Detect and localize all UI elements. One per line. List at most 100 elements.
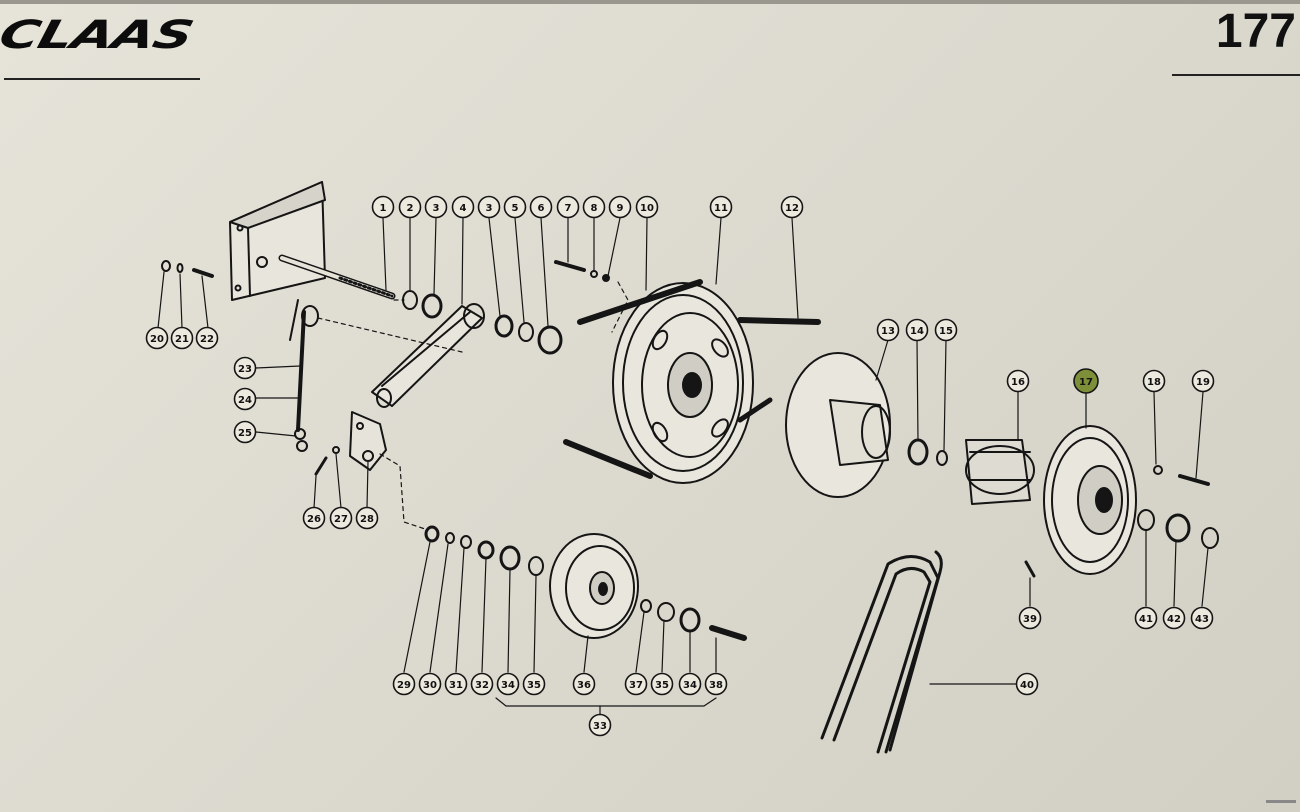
svg-text:9: 9	[617, 203, 624, 214]
svg-text:10: 10	[640, 203, 654, 214]
svg-text:36: 36	[577, 680, 591, 691]
header-rule-left	[4, 78, 200, 80]
mounting-plate	[229, 181, 326, 301]
callout-35b: 35	[650, 672, 674, 696]
callout-12: 12	[780, 195, 804, 219]
svg-text:4: 4	[460, 203, 467, 214]
washer-20	[161, 260, 171, 272]
callout-21: 21	[170, 326, 194, 350]
callout-36: 36	[572, 672, 596, 696]
svg-text:25: 25	[238, 428, 252, 439]
svg-text:18: 18	[1147, 377, 1161, 388]
tension-lever	[289, 299, 319, 452]
callout-20: 20	[145, 326, 169, 350]
callout-37: 37	[624, 672, 648, 696]
callout-18: 18	[1142, 369, 1166, 393]
callout-35: 35	[522, 672, 546, 696]
callout-balloons: 1 2 3 4 3 5 6 7 8 9 10 11 12 13 14 15 16…	[145, 195, 1215, 737]
cap-43	[1201, 527, 1219, 549]
variator-pulley	[1043, 425, 1137, 575]
callout-17: 17	[1073, 368, 1099, 394]
nut-18	[1153, 465, 1163, 475]
callout-25: 25	[233, 420, 257, 444]
bearing-32	[477, 540, 495, 560]
callout-15: 15	[934, 318, 958, 342]
svg-text:40: 40	[1020, 680, 1034, 691]
callout-34b: 34	[678, 672, 702, 696]
callout-2: 2	[398, 195, 422, 219]
sleeve	[965, 439, 1035, 505]
callout-41: 41	[1134, 606, 1158, 630]
svg-text:17: 17	[1079, 377, 1093, 388]
callout-43: 43	[1190, 606, 1214, 630]
callout-9: 9	[608, 195, 632, 219]
washer-41	[1137, 509, 1155, 531]
svg-text:16: 16	[1011, 377, 1025, 388]
ring-35	[528, 556, 544, 576]
svg-text:42: 42	[1167, 614, 1181, 625]
svg-text:35: 35	[527, 680, 541, 691]
callout-34: 34	[496, 672, 520, 696]
callout-24: 24	[233, 387, 257, 411]
callout-30: 30	[418, 672, 442, 696]
bolt-19	[1178, 474, 1210, 486]
callout-42: 42	[1162, 606, 1186, 630]
svg-text:34: 34	[683, 680, 697, 691]
washer-37	[640, 599, 652, 613]
svg-text:8: 8	[591, 203, 598, 214]
callout-11: 11	[709, 195, 733, 219]
svg-text:7: 7	[565, 203, 572, 214]
pin-39	[1024, 560, 1036, 578]
idler-pulley	[549, 533, 639, 639]
washer-2	[402, 290, 418, 310]
bearing-34	[499, 545, 521, 571]
ring-15	[936, 450, 948, 466]
callout-39: 39	[1018, 606, 1042, 630]
callout-13: 13	[876, 318, 900, 342]
nut-42	[1165, 513, 1191, 543]
callout-1: 1	[371, 195, 395, 219]
callout-3: 3	[424, 195, 448, 219]
callout-31: 31	[444, 672, 468, 696]
callout-26: 26	[302, 506, 326, 530]
swing-arm	[371, 303, 485, 408]
svg-text:3: 3	[486, 203, 493, 214]
callout-33: 33	[588, 713, 612, 737]
bearing-3b	[494, 314, 514, 338]
svg-text:13: 13	[881, 326, 895, 337]
callout-4: 4	[451, 195, 475, 219]
callout-14: 14	[905, 318, 929, 342]
callout-7: 7	[556, 195, 580, 219]
svg-text:12: 12	[785, 203, 799, 214]
ring-35b	[657, 602, 675, 622]
callout-22: 22	[195, 326, 219, 350]
svg-text:11: 11	[714, 203, 728, 214]
main-pulley	[563, 279, 821, 484]
alignment-lines	[317, 281, 629, 531]
svg-text:34: 34	[501, 680, 515, 691]
callout-29: 29	[392, 672, 416, 696]
svg-text:5: 5	[512, 203, 519, 214]
leader-lines	[157, 217, 1209, 715]
shaft	[278, 254, 396, 300]
svg-text:39: 39	[1023, 614, 1037, 625]
svg-text:33: 33	[593, 721, 607, 732]
svg-text:20: 20	[150, 334, 164, 345]
svg-text:19: 19	[1196, 377, 1210, 388]
svg-text:27: 27	[334, 514, 348, 525]
svg-text:14: 14	[910, 326, 924, 337]
washer-8	[590, 270, 598, 278]
svg-text:28: 28	[360, 514, 374, 525]
callout-19: 19	[1191, 369, 1215, 393]
page-edge-shadow	[0, 0, 1300, 4]
svg-text:26: 26	[307, 514, 321, 525]
svg-text:29: 29	[397, 680, 411, 691]
screw-26	[314, 456, 328, 476]
callout-8: 8	[582, 195, 606, 219]
callout-3b: 3	[477, 195, 501, 219]
washer-30	[445, 532, 455, 544]
svg-text:30: 30	[423, 680, 437, 691]
nut-9	[602, 274, 610, 282]
bearing-34b	[679, 607, 701, 633]
page-footer-mark	[1266, 800, 1296, 803]
